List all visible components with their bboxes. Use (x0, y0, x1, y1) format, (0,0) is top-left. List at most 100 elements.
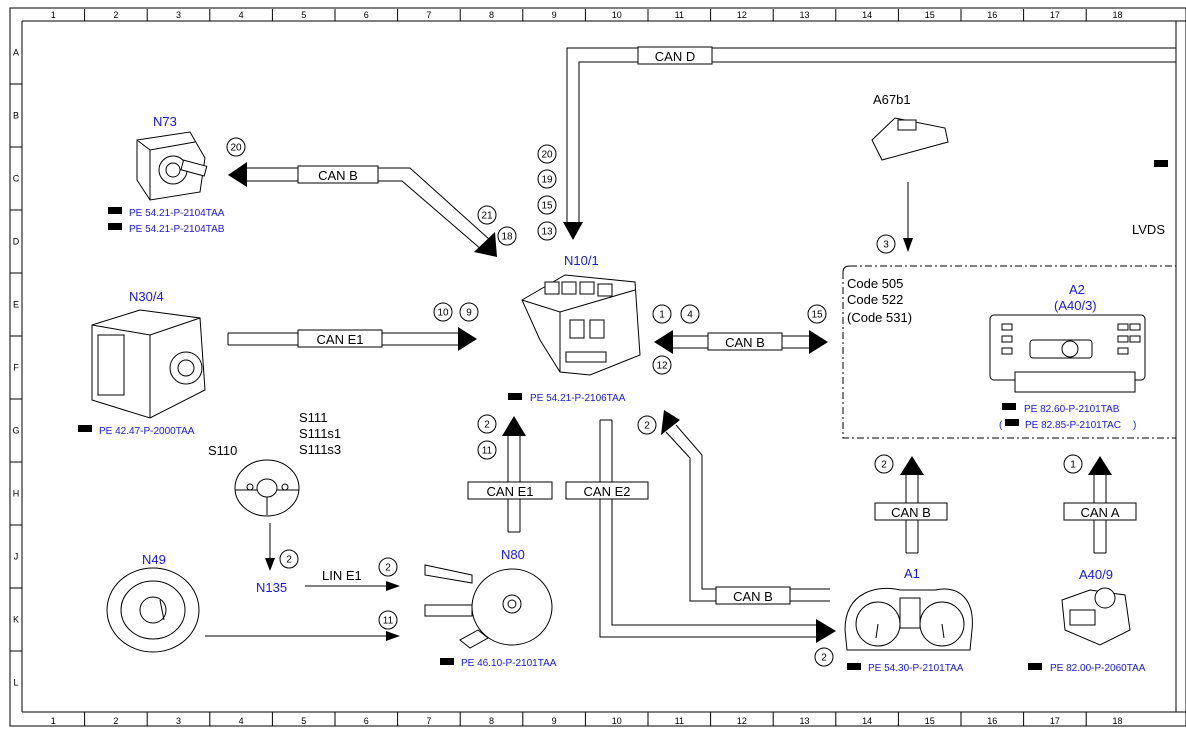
signal-number: 3 (883, 240, 889, 251)
signal-number: 12 (656, 361, 668, 372)
can-b-a1-label: CAN B (733, 589, 773, 604)
a2-ref-link-1[interactable]: PE 82.60-P-2101TAB (1024, 404, 1120, 415)
a1-label: A1 (904, 566, 920, 581)
s111-label: S111 (299, 410, 327, 425)
n49-label: N49 (142, 552, 166, 567)
n10-1-ref-link[interactable]: PE 54.21-P-2106TAA (530, 393, 626, 404)
a2-ref-close-paren: ) (1133, 420, 1136, 431)
n73-ref-link-2[interactable]: PE 54.21-P-2104TAB (129, 224, 225, 235)
column-tick-label: 11 (675, 716, 684, 726)
can-b-n73-label: CAN B (318, 168, 358, 183)
column-tick-label: 12 (737, 10, 747, 20)
a1-ref-link[interactable]: PE 54.30-P-2101TAA (868, 663, 964, 674)
a2-ref-link-2[interactable]: PE 82.85-P-2101TAC (1025, 420, 1121, 431)
column-tick-label: 8 (489, 10, 494, 20)
can-b-n73-arrowhead-right (474, 232, 497, 257)
row-tick-label: D (13, 237, 20, 247)
signal-number: 21 (481, 211, 493, 222)
n73-ref-link-1[interactable]: PE 54.21-P-2104TAA (129, 208, 225, 219)
column-tick-label: 5 (301, 10, 306, 20)
s110-label: S110 (208, 443, 237, 458)
row-tick-label: B (13, 111, 19, 121)
row-tick-label: K (13, 615, 19, 625)
column-tick-label: 15 (925, 716, 935, 726)
n73-label: N73 (153, 114, 177, 129)
a40-9-ref-link[interactable]: PE 82.00-P-2060TAA (1050, 663, 1146, 674)
column-tick-label: 14 (862, 10, 872, 20)
column-tick-label: 2 (113, 716, 118, 726)
column-tick-label: 10 (612, 10, 622, 20)
column-tick-label: 9 (552, 10, 557, 20)
can-d-label: CAN D (655, 49, 695, 64)
signal-marker-circle (680, 304, 700, 324)
can-b-n73-arrowhead-left (228, 162, 247, 187)
signal-number: 13 (541, 227, 553, 238)
signal-marker-circle (637, 415, 657, 435)
pointing-hand-icon (78, 160, 1168, 670)
column-tick-label: 6 (364, 10, 369, 20)
row-tick-label: C (13, 174, 20, 184)
signal-marker-circle (459, 302, 479, 322)
a2-label: A2 (1069, 282, 1085, 297)
steering-wheel-icon (234, 459, 300, 517)
signal-number: 11 (482, 446, 493, 457)
can-e2-arrowhead (816, 619, 836, 643)
can-e1-n80-arrowhead (502, 416, 526, 436)
can-b-a1-a2-arrowhead (900, 456, 924, 475)
lin-e1-arrowhead (386, 581, 400, 591)
column-tick-label: 17 (1050, 10, 1060, 20)
n30-4-ref-link[interactable]: PE 42.47-P-2000TAA (99, 426, 195, 437)
code-522-label: Code 522 (847, 292, 903, 307)
column-tick-label: 1 (51, 10, 56, 20)
can-b-n73-label-box (297, 165, 379, 184)
signal-number: 2 (644, 421, 650, 432)
column-tick-label: 4 (239, 716, 244, 726)
can-e2-label: CAN E2 (584, 484, 631, 499)
signal-marker-circle (477, 205, 497, 225)
column-tick-label: 10 (612, 716, 622, 726)
can-e1-n30-label-box (297, 329, 383, 348)
can-e1-n80-label: CAN E1 (487, 484, 534, 499)
n135-label: N135 (256, 580, 287, 595)
signal-number: 18 (501, 232, 513, 243)
n30-4-label: N30/4 (129, 289, 164, 304)
row-tick-label: L (13, 678, 18, 688)
n10-1-label: N10/1 (564, 253, 599, 268)
signal-marker-circle (279, 549, 299, 569)
a2-head-unit-icon (989, 314, 1146, 393)
signal-marker-circle (652, 355, 672, 375)
signal-marker-circle (537, 221, 557, 241)
signal-marker-circle (477, 414, 497, 434)
signal-number: 19 (541, 175, 553, 186)
n80-ref-link[interactable]: PE 46.10-P-2101TAA (461, 658, 557, 669)
can-b-n10-label: CAN B (725, 335, 765, 350)
row-tick-label: A (13, 48, 19, 58)
row-tick-label: H (13, 489, 20, 499)
column-tick-label: 1 (51, 716, 56, 726)
signal-marker-circle (807, 304, 827, 324)
column-tick-label: 17 (1050, 716, 1060, 726)
column-tick-label: 9 (552, 716, 557, 726)
signal-number: 2 (881, 460, 887, 471)
a67b1-sensor-icon (871, 117, 949, 161)
column-tick-label: 13 (799, 716, 809, 726)
signal-marker-circle (537, 195, 557, 215)
can-a-arrowhead (1088, 456, 1112, 475)
column-tick-label: 18 (1112, 10, 1122, 20)
signal-marker-circle (497, 226, 517, 246)
signal-number: 4 (687, 310, 693, 321)
can-a-label-box (1063, 502, 1137, 521)
can-e2-label-box (565, 481, 649, 500)
lvds-label: LVDS (1132, 222, 1165, 237)
can-b-left-arrowhead (654, 330, 673, 354)
signal-number: 15 (811, 310, 823, 321)
signal-marker-circle (874, 454, 894, 474)
a40-9-label: A40/9 (1079, 567, 1113, 582)
signal-marker-circle (876, 234, 896, 254)
a67b1-arrowhead (903, 238, 913, 252)
a2-option-box (842, 265, 1176, 439)
signal-number: 20 (230, 143, 242, 154)
column-tick-label: 14 (862, 716, 872, 726)
